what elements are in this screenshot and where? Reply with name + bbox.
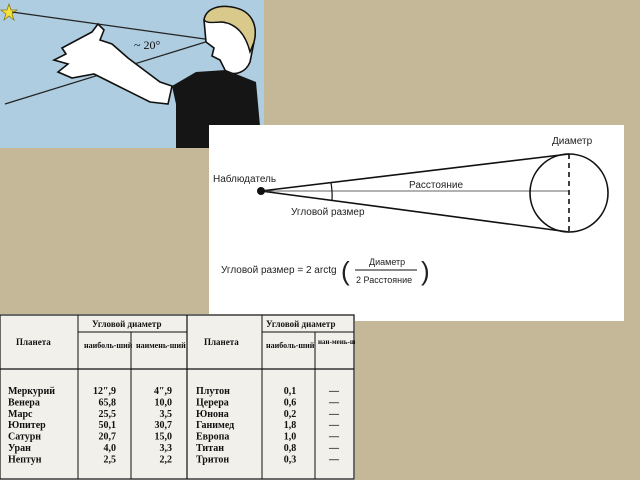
planet-name: Марс <box>8 409 33 420</box>
largest-value: 1,8 <box>284 420 297 431</box>
planet-name: Ганимед <box>196 420 234 431</box>
angular-size-label: Угловой размер <box>291 207 365 218</box>
smallest-value: — <box>328 443 340 454</box>
largest-value: 2,5 <box>104 454 117 465</box>
smallest-value: 10,0 <box>155 397 173 408</box>
header-smallest: наимень-ший <box>136 341 186 350</box>
formula-paren-open: ( <box>341 256 350 286</box>
largest-value: 65,8 <box>99 397 117 408</box>
smallest-value: — <box>328 386 340 397</box>
formula-paren-close: ) <box>421 256 430 286</box>
diameter-label: Диаметр <box>552 136 593 147</box>
star-icon <box>0 2 19 22</box>
largest-value: 25,5 <box>99 409 117 420</box>
header-smallest-right: наи-мень-ший <box>318 338 355 346</box>
observer-point <box>257 187 265 195</box>
smallest-value: 3,5 <box>160 409 173 420</box>
planet-name: Меркурий <box>8 386 55 397</box>
planet-name: Церера <box>196 397 229 408</box>
angle-arc <box>330 182 333 201</box>
largest-value: 1,0 <box>284 432 297 443</box>
largest-value: 12″,9 <box>93 386 116 397</box>
largest-value: 0,6 <box>284 397 297 408</box>
smallest-value: 15,0 <box>155 432 173 443</box>
smallest-value: 2,2 <box>160 454 173 465</box>
planet-name: Нептун <box>8 454 42 465</box>
planet-name: Титан <box>196 443 224 454</box>
formula-left: Угловой размер = 2 arctg <box>221 265 337 276</box>
planet-name: Тритон <box>196 454 229 465</box>
angular-diameter-table: Планета Угловой диаметр наиболь-ший наим… <box>0 314 355 480</box>
smallest-value: 30,7 <box>155 420 173 431</box>
planet-name: Венера <box>8 397 40 408</box>
planet-name: Европа <box>196 432 229 443</box>
smallest-value: — <box>328 432 340 443</box>
angle-label: ~ 20° <box>134 38 160 52</box>
smallest-value: — <box>328 420 340 431</box>
right-table-rows: Плутон 0,1 — Церера 0,6 — Юнона 0,2 — Ганимед 1,8 —… <box>196 386 340 465</box>
header-largest-right: наиболь-ший <box>266 341 315 350</box>
planet-name: Сатурн <box>8 432 41 443</box>
planet-name: Юпитер <box>8 420 46 431</box>
smallest-value: 3,3 <box>160 443 173 454</box>
header-angular-diameter-right: Угловой диаметр <box>266 319 335 329</box>
largest-value: 0,1 <box>284 386 297 397</box>
smallest-value: — <box>328 409 340 420</box>
largest-value: 50,1 <box>99 420 117 431</box>
outstretched-hand <box>51 22 173 105</box>
largest-value: 4,0 <box>104 443 117 454</box>
upper-tangent <box>260 153 570 192</box>
planet-name: Плутон <box>196 386 230 397</box>
largest-value: 0,3 <box>284 454 297 465</box>
planet-name: Уран <box>8 443 31 454</box>
hair <box>203 5 256 55</box>
header-planet: Планета <box>16 337 51 347</box>
header-largest: наиболь-ший <box>84 341 133 350</box>
angular-size-diagram: Наблюдатель Диаметр Расстояние Угловой р… <box>209 125 624 321</box>
distance-label: Расстояние <box>409 180 463 191</box>
smallest-value: — <box>328 454 340 465</box>
smallest-value: — <box>328 397 340 408</box>
smallest-value: 4″,9 <box>154 386 172 397</box>
observer-label: Наблюдатель <box>213 173 276 185</box>
lower-tangent <box>260 190 570 233</box>
planet-name: Юнона <box>196 409 229 420</box>
largest-value: 0,8 <box>284 443 297 454</box>
formula-numerator: Диаметр <box>369 257 405 267</box>
header-angular-diameter: Угловой диаметр <box>92 319 161 329</box>
largest-value: 20,7 <box>99 432 117 443</box>
sight-line-top <box>11 11 213 41</box>
formula-denominator: 2 Расстояние <box>356 275 412 285</box>
largest-value: 0,2 <box>284 409 297 420</box>
hand-angle-illustration: ~ 20° <box>0 0 264 148</box>
header-planet-right: Планета <box>204 337 239 347</box>
